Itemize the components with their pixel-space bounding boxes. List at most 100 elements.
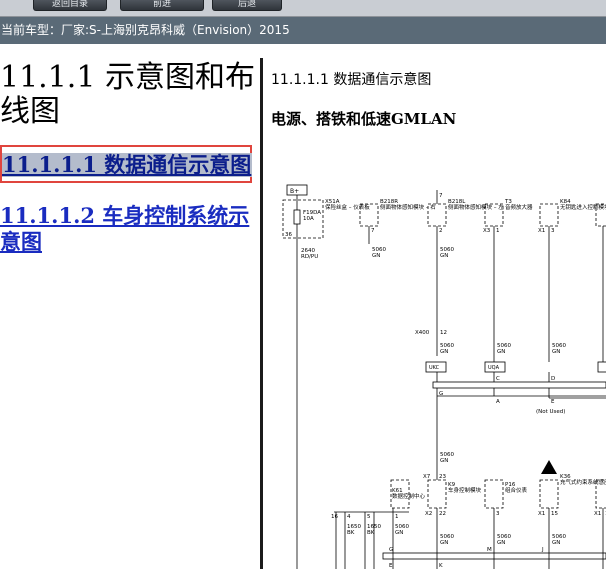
- pin-15: 15: [551, 511, 558, 517]
- bus-bar-upper: [432, 381, 606, 389]
- wiring-diagram: B+ X51A 保险丝盒 – 仪表板 F19DA 10A 36 2640 RD/…: [282, 184, 606, 569]
- toc-heading: 11.1.1 示意图和布线图: [0, 60, 255, 129]
- fuse-rating: 10A: [303, 216, 314, 222]
- uqa-label: UQA: [488, 365, 500, 371]
- x51a-label: X51A: [325, 199, 340, 205]
- bus-e-lower: E: [389, 563, 393, 569]
- forward-button[interactable]: 前进: [120, 0, 204, 11]
- module-k61: [390, 479, 410, 509]
- pin-7b: 7: [439, 193, 443, 199]
- fuse-block-x51a: [282, 199, 324, 239]
- wire-1650-a: 1650: [347, 524, 361, 530]
- k61-name: 数据控制中心: [392, 492, 426, 500]
- k36-name: 充气式约束系统感应和诊断模块: [560, 478, 606, 486]
- color-gn-g: GN: [395, 530, 403, 536]
- fuse-symbol: [293, 209, 301, 225]
- color-bk-b: BK: [367, 530, 375, 536]
- k84-name: 无钥匙进入控制模块: [560, 203, 606, 211]
- pin-4: 4: [347, 514, 351, 520]
- wire-5060-f: 5060: [440, 452, 454, 458]
- p16-label: P16: [505, 482, 516, 488]
- module-k36: [539, 479, 559, 509]
- k36-label: K36: [560, 474, 571, 480]
- wire-5060-c: 5060: [440, 343, 454, 349]
- b218l-label: B218L: [448, 199, 466, 205]
- content-pane: 11.1.1.1 数据通信示意图 电源、搭铁和低速GMLAN: [263, 58, 606, 569]
- pin-x7: X7: [423, 474, 431, 480]
- section-subtitle: 电源、搭铁和低速GMLAN: [271, 110, 457, 128]
- wire-5060-a: 5060: [372, 247, 386, 253]
- bus-e-upper: E: [551, 399, 555, 405]
- color-bk-a: BK: [347, 530, 355, 536]
- bus-g-upper: G: [439, 391, 443, 397]
- pane-splitter[interactable]: [260, 58, 263, 569]
- section-title: 11.1.1.1 数据通信示意图: [271, 72, 432, 88]
- wire-5060-j: 5060: [552, 534, 566, 540]
- pin-1b: 1: [395, 514, 399, 520]
- pin-7a: 7: [371, 228, 375, 234]
- pin-3b: 3: [496, 511, 500, 517]
- color-gn-i: GN: [497, 540, 505, 546]
- toc-link-body-control[interactable]: 11.1.1.2 车身控制系统示意图: [0, 203, 250, 254]
- module-k84: [539, 203, 559, 227]
- wire-1650-b: 1650: [367, 524, 381, 530]
- pin-12: 12: [440, 330, 447, 336]
- k61-label: K61: [392, 488, 403, 494]
- k84-label: K84: [560, 199, 571, 205]
- pin-x1c: X1: [594, 511, 601, 517]
- x400-label: X400: [415, 330, 430, 336]
- wire-5060-b: 5060: [440, 247, 454, 253]
- x51a-name: 保险丝盒 – 仪表板: [325, 203, 370, 211]
- b218r-label: B218R: [380, 199, 398, 205]
- vehicle-value: 厂家:S-上海别克昂科威（Envision）2015: [61, 23, 290, 37]
- back-to-contents-button[interactable]: 返回目录: [33, 0, 107, 11]
- toc-item-data-communication[interactable]: 11.1.1.1 数据通信示意图: [0, 145, 252, 183]
- bus-d: D: [551, 376, 555, 382]
- pin-23: 23: [439, 474, 446, 480]
- pin-3a: 3: [551, 228, 555, 234]
- pin-x3: X3: [483, 228, 491, 234]
- fuse-id: F19DA: [303, 210, 321, 216]
- bus-m: M: [487, 547, 492, 553]
- wire-5060-h: 5060: [440, 534, 454, 540]
- bus-bar-lower: [382, 552, 606, 560]
- color-gn-h: GN: [440, 540, 448, 546]
- not-used-label: (Not Used): [536, 409, 565, 415]
- color-gn-e: GN: [552, 349, 560, 355]
- bus-c: C: [496, 376, 500, 382]
- pin-22: 22: [439, 511, 446, 517]
- splice-uqa: [484, 361, 506, 373]
- pin-5: 5: [367, 514, 371, 520]
- color-gn-b: GN: [440, 253, 448, 259]
- wire-2640: 2640: [301, 248, 315, 254]
- t3-label: T3: [504, 199, 512, 205]
- toc-link-data-communication[interactable]: 11.1.1.1 数据通信示意图: [2, 153, 252, 177]
- vehicle-info-bar: 当前车型：厂家:S-上海别克昂科威（Envision）2015: [0, 17, 606, 44]
- bplus-label: B+: [290, 188, 299, 195]
- pin-x2: X2: [425, 511, 432, 517]
- b218l-name: 侧面物体感知模块 – 左: [448, 203, 504, 211]
- color-gn-c: GN: [440, 349, 448, 355]
- pin-16: 16: [331, 514, 338, 520]
- vehicle-label: 当前车型：: [1, 23, 62, 37]
- pin-x1b: X1: [538, 511, 545, 517]
- k9-name: 车身控制模块: [448, 486, 482, 494]
- toc-pane: 11.1.1 示意图和布线图 11.1.1.1 数据通信示意图 11.1.1.2…: [0, 58, 260, 569]
- wire-5060-e: 5060: [552, 343, 566, 349]
- back-button[interactable]: 后退: [212, 0, 282, 11]
- pin-36: 36: [285, 232, 292, 238]
- color-gn-d: GN: [497, 349, 505, 355]
- pin-x1a: X1: [538, 228, 545, 234]
- k9-label: K9: [448, 482, 456, 488]
- color-gn-f: GN: [440, 458, 448, 464]
- airbag-warning-icon: [541, 460, 557, 474]
- toolbar: 返回目录 前进 后退: [0, 0, 606, 17]
- splice-ukc: [425, 361, 447, 373]
- bus-k: K: [439, 563, 443, 569]
- wire-5060-g: 5060: [395, 524, 409, 530]
- wire-5060-d: 5060: [497, 343, 511, 349]
- module-p16: [484, 479, 504, 509]
- module-k9: [427, 479, 447, 509]
- bus-a: A: [496, 399, 500, 405]
- pin-1a: 1: [496, 228, 500, 234]
